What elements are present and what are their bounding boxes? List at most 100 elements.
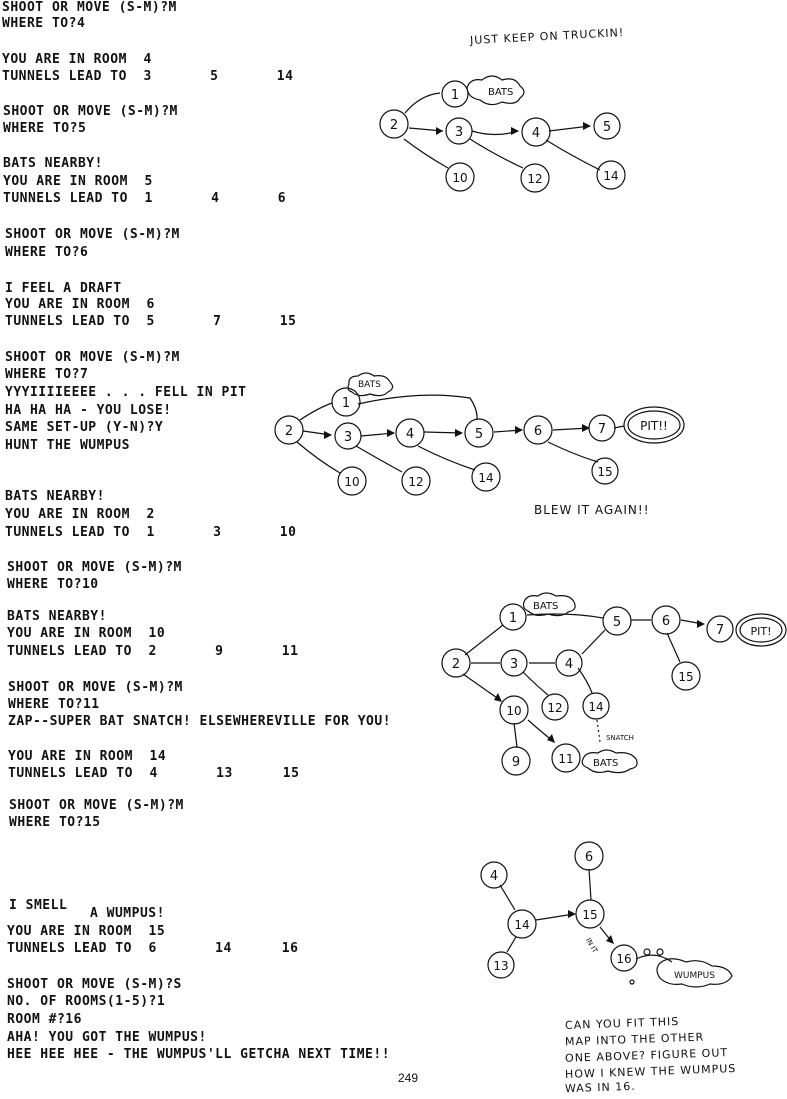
transcript-line: WHERE TO?4: [2, 16, 86, 31]
room-node: [337, 466, 367, 496]
transcript-line: BATS NEARBY!: [5, 489, 105, 504]
transcript-line: YOU ARE IN ROOM 2: [5, 507, 155, 522]
room-number: 2: [452, 657, 460, 672]
room-node: [331, 387, 361, 417]
room-number: 9: [512, 755, 520, 770]
transcript-line: YOU ARE IN ROOM 6: [5, 297, 155, 312]
in-it-label: IN IT: [584, 937, 599, 955]
room-node: [501, 746, 531, 776]
room-number: 14: [588, 700, 603, 714]
cave-map-1: BATS 2 1 3 4 5 10 12 14: [379, 75, 626, 193]
bats-label: BATS: [533, 601, 558, 612]
transcript-line: YOU ARE IN ROOM 15: [7, 924, 166, 939]
room-node: [507, 909, 537, 939]
room-node: [610, 944, 638, 972]
room-node: [574, 841, 604, 871]
transcript-line: TUNNELS LEAD TO 6 14 16: [7, 941, 299, 956]
transcript-line: HEE HEE HEE - THE WUMPUS'LL GETCHA NEXT …: [7, 1047, 391, 1062]
room-node: [499, 695, 529, 725]
room-number: 10: [506, 704, 521, 718]
room-node: [401, 466, 431, 496]
transcript-line: YOU ARE IN ROOM 10: [7, 626, 166, 641]
room-number: 6: [662, 614, 670, 629]
transcript-line: SHOOT OR MOVE (S-M)?M: [5, 227, 180, 242]
transcript-line: SHOOT OR MOVE (S-M)?M: [2, 0, 177, 15]
room-node: [274, 415, 304, 445]
room-node: [523, 415, 553, 445]
transcript-line: YOU ARE IN ROOM 14: [8, 749, 167, 764]
room-node: [379, 109, 409, 139]
room-number: 12: [547, 701, 562, 715]
cave-map-3: BATS BATS SNATCH PIT! 1 2 3 4 5 6 7 10 1…: [441, 592, 787, 776]
room-node: [706, 615, 734, 643]
room-node: [441, 648, 471, 678]
room-node: [499, 603, 527, 631]
transcript-line: SHOOT OR MOVE (S-M)?M: [9, 798, 184, 813]
room-number: 1: [509, 611, 517, 626]
room-node: [480, 861, 508, 889]
room-node: [500, 649, 528, 677]
transcript-line: WHERE TO?15: [9, 815, 101, 830]
pit-label: PIT!!: [640, 419, 668, 433]
transcript-line: YYYIIIIEEEE . . . FELL IN PIT: [5, 385, 247, 400]
room-number: 5: [475, 427, 483, 442]
bats-label: BATS: [593, 758, 618, 769]
room-number: 5: [613, 615, 621, 630]
room-node: [602, 606, 632, 636]
room-number: 4: [532, 126, 540, 141]
room-number: 15: [582, 908, 597, 922]
transcript-line: SHOOT OR MOVE (S-M)?M: [5, 350, 180, 365]
room-number: 4: [490, 869, 498, 884]
blew-it-note: BLEW IT AGAIN!!: [534, 503, 650, 517]
room-node: [445, 117, 473, 145]
room-node: [591, 457, 619, 485]
room-number: 4: [565, 657, 573, 672]
room-node: [541, 693, 569, 721]
transcript-line: SHOOT OR MOVE (S-M)?M: [7, 560, 182, 575]
room-number: 14: [478, 471, 493, 485]
transcript-line: YOU ARE IN ROOM 4: [2, 52, 152, 67]
room-number: 12: [527, 172, 542, 186]
transcript-line: A WUMPUS!: [90, 906, 165, 921]
room-number: 7: [716, 623, 724, 638]
transcript-line: BATS NEARBY!: [3, 156, 103, 171]
room-node: [582, 692, 610, 720]
transcript-line: TUNNELS LEAD TO 1 4 6: [3, 191, 287, 206]
transcript-line: WHERE TO?11: [8, 697, 100, 712]
room-node: [575, 899, 605, 929]
transcript-line: ZAP--SUPER BAT SNATCH! ELSEWHEREVILLE FO…: [8, 714, 392, 729]
transcript-line: SHOOT OR MOVE (S-M)?S: [7, 977, 182, 992]
transcript-line: WHERE TO?10: [7, 577, 99, 592]
room-node: [334, 422, 362, 450]
transcript-line: TUNNELS LEAD TO 1 3 10: [5, 525, 297, 540]
room-number: 12: [408, 475, 423, 489]
room-number: 14: [514, 918, 529, 932]
transcript-line: HUNT THE WUMPUS: [5, 438, 130, 453]
room-node: [651, 605, 681, 635]
room-node: [487, 951, 515, 979]
room-number: 2: [390, 118, 398, 133]
room-number: 10: [452, 171, 467, 185]
transcript-line: TUNNELS LEAD TO 5 7 15: [5, 314, 297, 329]
transcript-line: ROOM #?16: [7, 1012, 82, 1027]
room-number: 15: [597, 465, 612, 479]
transcript-line: WHERE TO?5: [3, 121, 87, 136]
room-node: [551, 743, 581, 773]
transcript-line: SAME SET-UP (Y-N)?Y: [5, 420, 164, 435]
room-number: 14: [603, 169, 618, 183]
cave-map-4: WUMPUS IN IT 4 6 13 14 15 16: [480, 841, 733, 988]
transcript-line: BATS NEARBY!: [7, 609, 107, 624]
room-number: 1: [342, 396, 350, 411]
cave-map-2: BATS PIT!! 2 1 3 4 5 6 7 10 12 14 15: [274, 372, 685, 496]
room-number: 3: [510, 657, 518, 672]
pit-label: PIT!: [750, 625, 771, 638]
bats-label: BATS: [358, 380, 381, 390]
room-number: 1: [451, 88, 459, 103]
transcript-line: AHA! YOU GOT THE WUMPUS!: [7, 1030, 207, 1045]
transcript-line: SHOOT OR MOVE (S-M)?M: [3, 104, 178, 119]
room-number: 10: [344, 475, 359, 489]
room-number: 11: [558, 752, 573, 766]
room-number: 3: [455, 125, 463, 140]
room-node: [671, 661, 701, 691]
